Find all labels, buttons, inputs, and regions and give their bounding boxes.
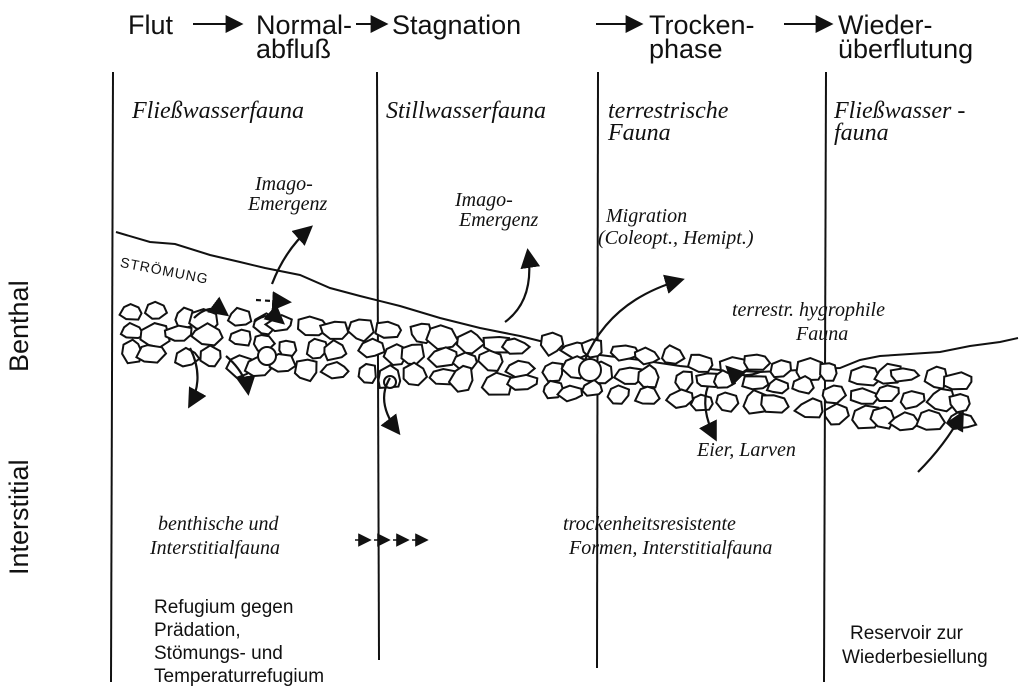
stone xyxy=(359,364,376,383)
stone xyxy=(889,412,919,430)
stone xyxy=(916,410,945,430)
stone xyxy=(230,330,251,346)
pebble xyxy=(258,347,276,365)
stone xyxy=(795,398,823,417)
stone xyxy=(638,365,659,387)
stone xyxy=(891,368,919,381)
stone xyxy=(635,387,660,404)
current-arrow-dashed xyxy=(256,300,288,302)
stone xyxy=(457,331,485,354)
stone xyxy=(876,385,899,401)
downward-arrow xyxy=(705,386,715,438)
stone xyxy=(295,360,317,382)
stone xyxy=(228,308,251,326)
stone xyxy=(324,340,346,360)
imago-label-1-line1: Imago- xyxy=(255,174,313,195)
stone xyxy=(901,391,925,409)
stone xyxy=(376,322,402,338)
pebble xyxy=(579,359,601,381)
stone xyxy=(666,390,693,408)
emergence-arrow xyxy=(505,252,529,322)
fauna-col4-line2: fauna xyxy=(834,122,889,145)
stone xyxy=(792,376,813,393)
benth-line2: Interstitialfauna xyxy=(150,538,280,559)
stone xyxy=(165,326,192,341)
reservoir-line2: Wiederbesiellung xyxy=(842,646,988,670)
refugium-line1: Refugium gegen xyxy=(154,596,293,620)
stone xyxy=(404,363,427,386)
imago-label-2-line1: Imago- xyxy=(455,190,513,211)
refugium-line4: Temperaturrefugium xyxy=(154,665,324,689)
hygro-line1: terrestr. hygrophile xyxy=(732,300,885,321)
hygro-line2: Fauna xyxy=(796,324,848,345)
stone xyxy=(541,333,563,356)
stone xyxy=(478,350,502,371)
stone xyxy=(820,363,837,380)
refugium-line3: Stömungs- und xyxy=(154,642,283,666)
fauna-col3-line2: Fauna xyxy=(608,122,671,145)
phase-wieder-line2: überflutung xyxy=(838,38,973,60)
stone xyxy=(823,386,846,404)
benth-line1: benthische und xyxy=(158,514,279,535)
stone xyxy=(662,345,684,364)
imago-label-1-line2: Emergenz xyxy=(248,194,327,215)
stone xyxy=(402,345,425,365)
reservoir-line1: Reservoir zur xyxy=(850,622,963,646)
stone xyxy=(761,395,788,412)
migration-line2: (Coleopt., Hemipt.) xyxy=(598,228,754,249)
stone xyxy=(200,346,220,367)
stone xyxy=(950,394,970,412)
fauna-col2: Stillwasserfauna xyxy=(386,100,546,123)
stone xyxy=(825,404,849,425)
stone xyxy=(944,372,972,389)
phase-flut: Flut xyxy=(128,14,173,36)
phase-divider xyxy=(111,72,113,682)
phase-trocken-line2: phase xyxy=(649,38,723,60)
stone xyxy=(136,345,166,363)
phase-wieder-line1: Wieder- xyxy=(838,14,933,36)
stone xyxy=(771,360,791,377)
stone xyxy=(691,395,713,411)
stone xyxy=(320,322,348,339)
stone xyxy=(145,302,167,319)
trock-line1: trockenheitsresistente xyxy=(563,514,736,535)
stone xyxy=(635,348,659,365)
stone xyxy=(767,379,788,394)
migration-line1: Migration xyxy=(606,206,687,227)
phase-trocken-line1: Trocken- xyxy=(649,14,755,36)
emergence-arrow xyxy=(272,228,310,284)
trock-line2: Formen, Interstitialfauna xyxy=(569,538,772,559)
stone xyxy=(675,372,692,392)
phase-normal-line2: abfluß xyxy=(256,38,331,60)
stone xyxy=(608,385,629,403)
stone xyxy=(502,339,530,354)
stone xyxy=(797,358,823,380)
imago-label-2-line2: Emergenz xyxy=(459,210,538,231)
refugium-line2: Prädation, xyxy=(154,619,241,643)
stone xyxy=(716,393,738,412)
stone xyxy=(321,362,349,378)
stone xyxy=(742,376,768,389)
phase-divider xyxy=(377,72,379,660)
zone-benthal: Benthal xyxy=(4,280,35,372)
phase-normal-line1: Normal- xyxy=(256,14,352,36)
stone xyxy=(348,320,374,342)
zone-interstitial: Interstitial xyxy=(4,459,35,575)
stone xyxy=(426,325,458,349)
stone xyxy=(120,304,142,320)
stone xyxy=(688,355,712,372)
fauna-col1: Fließwasserfauna xyxy=(132,100,304,123)
stone xyxy=(507,375,537,390)
stone xyxy=(542,363,562,382)
stone xyxy=(744,355,770,370)
phase-stagnation: Stagnation xyxy=(392,14,521,36)
eier-larven-label: Eier, Larven xyxy=(697,440,796,461)
stone xyxy=(506,361,535,377)
